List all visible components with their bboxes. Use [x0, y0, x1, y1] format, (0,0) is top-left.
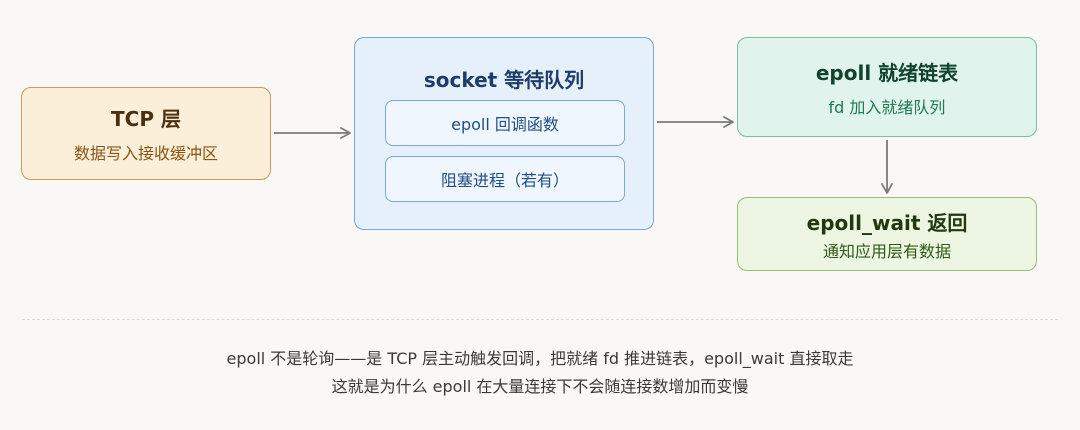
tcp-layer-subtitle: 数据写入接收缓冲区	[73, 144, 218, 163]
socket-wait-queue-node: socket 等待队列 epoll 回调函数 阻塞进程（若有）	[354, 37, 654, 230]
epoll-ready-list-subtitle: fd 加入就绪队列	[828, 97, 946, 117]
tcp-layer-node: TCP 层 数据写入接收缓冲区	[21, 87, 271, 180]
epoll-wait-return-node: epoll_wait 返回 通知应用层有数据	[737, 197, 1037, 271]
epoll-ready-list-node: epoll 就绪链表 fd 加入就绪队列	[737, 37, 1037, 137]
tcp-layer-title: TCP 层	[111, 107, 181, 131]
caption-line-1: epoll 不是轮询——是 TCP 层主动触发回调，把就绪 fd 推进链表，ep…	[226, 349, 854, 368]
epoll-callback-item: epoll 回调函数	[385, 100, 625, 146]
socket-wait-queue-title: socket 等待队列	[423, 68, 585, 92]
epoll-wait-return-subtitle: 通知应用层有数据	[822, 241, 951, 261]
caption-line-2: 这就是为什么 epoll 在大量连接下不会随连接数增加而变慢	[331, 377, 749, 396]
epoll-ready-list-title: epoll 就绪链表	[815, 60, 959, 85]
section-divider	[22, 319, 1058, 320]
blocked-process-item: 阻塞进程（若有）	[385, 156, 625, 202]
epoll-wait-return-title: epoll_wait 返回	[806, 210, 968, 235]
